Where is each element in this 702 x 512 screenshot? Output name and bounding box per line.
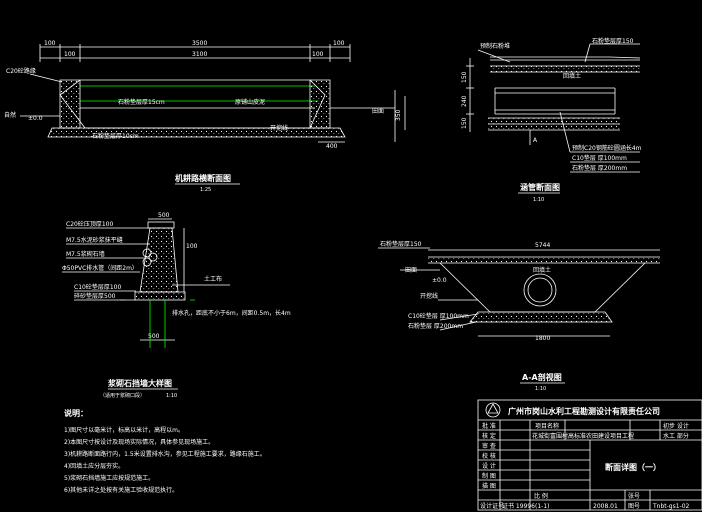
dim-top-inner: 3100 [192,51,207,58]
wall-label-pipe: Φ50PVC排水管（间距2m） [62,264,138,272]
culvert-section-title: 涵管断面图 [520,182,560,192]
note-line-5: 5)浆砌石挡墙施工应按规范施工。 [64,474,154,482]
wall-dim-w1: 500 [148,333,160,340]
retaining-wall-detail: 500 500 100 C20砼压顶厚100 M7.5水泥砂浆抹平缝 M7.5浆… [62,212,291,399]
note-line-2: 2)本图尺寸按设计及现场实际情况，具体参见现场施工。 [64,438,214,446]
tb-discipline: 水工 部分 [663,432,689,440]
title-block: 广州市岗山水利工程勘测设计有限责任公司 批 准 核 定 审 查 校 核 设 计 … [477,399,702,511]
label-cut: 开挖线 [270,124,288,132]
culvert-dim-h1: 150 [461,71,468,83]
aa-label-top-gravel: 石粉垫层厚150 [380,240,422,248]
culvert-label-c10: C10垫层 厚100mm [572,154,627,162]
dim-right-b: 100 [333,40,345,47]
dim-right-a: 100 [312,51,324,58]
tb-scale-label: 比 例 [534,492,548,500]
tb-phase: 初步 设计 [663,422,689,430]
tb-row-check: 校 核 [482,452,496,460]
wall-label-mortar: M7.5水泥砂浆抹平缝 [66,236,123,244]
culvert-label-precast: 预制C20钢筋砼圆涵长4m [572,144,642,152]
wall-label-note: 排水孔，距底不小于6m，间距0.5m，长4m [172,309,291,317]
aa-section: 5744 回填土 田面 ±0.0 开挖线 C10砼垫层 厚100mm 石粉垫层 … [378,240,660,392]
tb-date: 2008.01 [593,503,618,510]
tb-row-verify: 核 定 [482,432,496,440]
wall-dim-w2: 500 [158,212,170,219]
note-line-3: 3)机耕路断面路行内，1.5米设置排水沟，参见工程施工要求，路缘石施工。 [64,450,266,458]
aa-label-elev: ±0.0 [432,277,447,284]
aa-label-surface: 田面 [405,267,417,274]
culvert-dim-h3: 150 [461,117,468,129]
dim-bottom: 400 [326,143,338,150]
dim-left-b: 100 [64,51,76,58]
tb-cert-no: 证书 19996(1-1) [502,502,549,510]
road-section-scale: 1:25 [200,187,211,193]
label-elev-left: ±0.0 [28,115,43,122]
wall-dim-d1: 100 [186,243,198,250]
tb-sheet-no: Tnbt-gs1-02 [652,503,690,510]
aa-label-soil: 回填土 [533,266,551,274]
culvert-section-scale: 1:10 [533,197,544,203]
tb-row-cert: 设计证号 [480,502,504,510]
aa-section-scale: 1:10 [535,386,546,392]
aa-dim-width-bottom: 1800 [535,335,550,342]
label-gravel-bottom: 石粉垫层厚10cm [92,132,139,140]
tb-project-name: 花城街富围村高标准农田建设项目工程 [532,432,634,440]
wall-detail-subtitle: （适用于浆砌口段） [100,392,145,399]
wall-detail-title: 浆砌石挡墙大样图 [107,378,172,388]
road-cross-section: 3500 3100 100 100 100 100 C20砼路缘 石粉垫层厚15… [4,40,406,193]
tb-row-review: 审 查 [482,442,496,450]
culvert-label-backfill: 预制石粉堆 [480,42,510,50]
company-name: 广州市岗山水利工程勘测设计有限责任公司 [508,406,660,416]
aa-label-c10: C10砼垫层 厚100mm [408,312,469,320]
dim-height: 350 [395,109,402,121]
tb-row-trace: 描 图 [482,482,496,490]
tb-row-draw: 制 图 [482,472,496,480]
tb-sheet-title: 断面详图（一） [605,462,661,472]
tb-project-label: 项目名称 [535,422,559,430]
note-line-6: 6)其他未详之处按有关施工验收规范执行。 [64,486,178,494]
culvert-label-soil: 回填土 [563,72,581,80]
road-section-title: 机耕路横断面图 [175,173,231,183]
culvert-dim-h2: 240 [461,95,468,107]
dim-top-total: 3500 [192,40,207,47]
note-line-1: 1)图尺寸以毫米计，标高以米计，高程以m。 [64,426,184,434]
tb-sheet-label: 张号 [628,492,640,500]
culvert-label-gravel: 石粉垫层 厚200mm [572,164,627,172]
wall-label-stone: M7.5浆砌石墙 [66,250,105,258]
tb-row-approve: 批 准 [482,422,496,430]
label-c20-base: C20砼路缘 [6,67,36,75]
label-left-ground: 自然 [4,111,16,119]
tb-sheet-no-label: 图号 [628,503,640,510]
aa-dim-width-top: 5744 [535,242,550,249]
label-surface: 原铺山皮泥 [235,98,265,106]
label-right-ground: 田面 [372,108,384,115]
wall-detail-scale: 1:10 [166,393,177,399]
label-gravel-cushion: 石粉垫层厚15cm [118,98,165,106]
aa-label-cut: 开挖线 [420,292,438,300]
note-line-4: 4)回填土应分层夯实。 [64,462,124,470]
tb-row-design: 设 计 [482,462,496,470]
culvert-label-top: 石粉垫层厚150 [592,37,634,45]
culvert-marker-a: A [533,137,538,144]
wall-label-cap: C20砼压顶厚100 [66,220,113,228]
culvert-section: 150 240 150 A 石粉垫层厚150 预制石粉堆 回填土 预制C20钢筋… [461,37,642,203]
dim-left-a: 100 [44,40,56,47]
notes-heading: 说明： [64,408,88,418]
wall-label-fill: 土工布 [204,275,222,283]
wall-label-c10: C10砼垫层厚100 [74,283,121,291]
aa-section-title: A-A剖视图 [522,372,562,382]
aa-label-gravel: 石粉垫层 厚200mm [408,322,463,330]
notes-block: 说明： 1)图尺寸以毫米计，标高以米计，高程以m。 2)本图尺寸按设计及现场实际… [64,408,266,494]
wall-label-gravel: 碎砂垫层厚500 [74,292,116,300]
